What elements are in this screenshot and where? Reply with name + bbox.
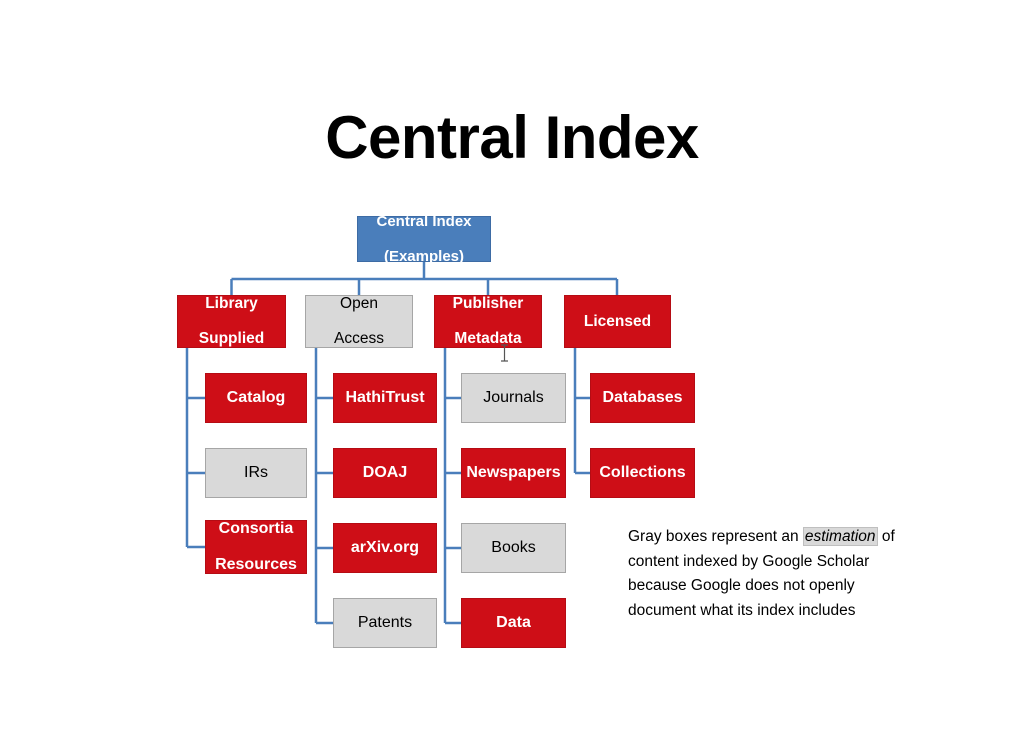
node-central-index-line1: Central Index (376, 213, 472, 231)
node-patents[interactable]: Patents (333, 598, 437, 648)
node-databases-label: Databases (602, 388, 683, 406)
node-licensed-label: Licensed (583, 312, 652, 330)
node-licensed[interactable]: Licensed (564, 295, 671, 348)
node-databases[interactable]: Databases (590, 373, 695, 423)
node-arxiv-org-label: arXiv.org (350, 538, 420, 556)
page-title: Central Index (325, 104, 699, 171)
node-consortia-resources[interactable]: Consortia Resources (205, 520, 307, 574)
node-irs[interactable]: IRs (205, 448, 307, 498)
text-ibeam-cursor (501, 344, 508, 362)
node-open-access-line2: Access (334, 330, 384, 348)
node-journals[interactable]: Journals (461, 373, 566, 423)
node-data-label: Data (496, 613, 531, 631)
node-journals-label: Journals (483, 388, 544, 406)
node-consortia-resources-line2: Resources (215, 556, 297, 574)
node-patents-label: Patents (357, 613, 413, 631)
node-consortia-resources-line1: Consortia (218, 519, 294, 537)
node-newspapers[interactable]: Newspapers (461, 448, 566, 498)
legend-caption-part2: of content indexed by Google Scholar bec… (628, 528, 895, 619)
node-central-index[interactable]: Central Index (Examples) (357, 213, 491, 265)
node-books-label: Books (491, 538, 536, 556)
node-newspapers-label: Newspapers (466, 463, 561, 481)
node-arxiv-org[interactable]: arXiv.org (333, 523, 437, 573)
node-library-supplied-line2: Supplied (198, 330, 265, 348)
node-doaj[interactable]: DOAJ (333, 448, 437, 498)
node-catalog[interactable]: Catalog (205, 373, 307, 423)
legend-caption-part1: Gray boxes represent an (628, 528, 803, 545)
node-hathitrust[interactable]: HathiTrust (333, 373, 437, 423)
node-publisher-metadata-line2: Metadata (454, 330, 522, 348)
legend-caption: Gray boxes represent an estimation of co… (628, 525, 898, 623)
node-collections[interactable]: Collections (590, 448, 695, 498)
node-irs-label: IRs (244, 463, 268, 481)
node-hathitrust-label: HathiTrust (345, 388, 425, 406)
node-library-supplied[interactable]: Library Supplied (177, 295, 286, 348)
node-publisher-metadata-line1: Publisher (452, 295, 524, 313)
node-data[interactable]: Data (461, 598, 566, 648)
node-catalog-label: Catalog (226, 388, 286, 406)
node-open-access-line1: Open (340, 295, 378, 313)
node-publisher-metadata[interactable]: Publisher Metadata (434, 295, 542, 348)
node-open-access[interactable]: Open Access (305, 295, 413, 348)
node-books[interactable]: Books (461, 523, 566, 573)
node-collections-label: Collections (599, 463, 686, 481)
node-doaj-label: DOAJ (362, 463, 408, 481)
node-central-index-line2: (Examples) (383, 247, 465, 265)
legend-caption-highlight: estimation (802, 527, 878, 546)
node-library-supplied-line1: Library (205, 295, 258, 313)
